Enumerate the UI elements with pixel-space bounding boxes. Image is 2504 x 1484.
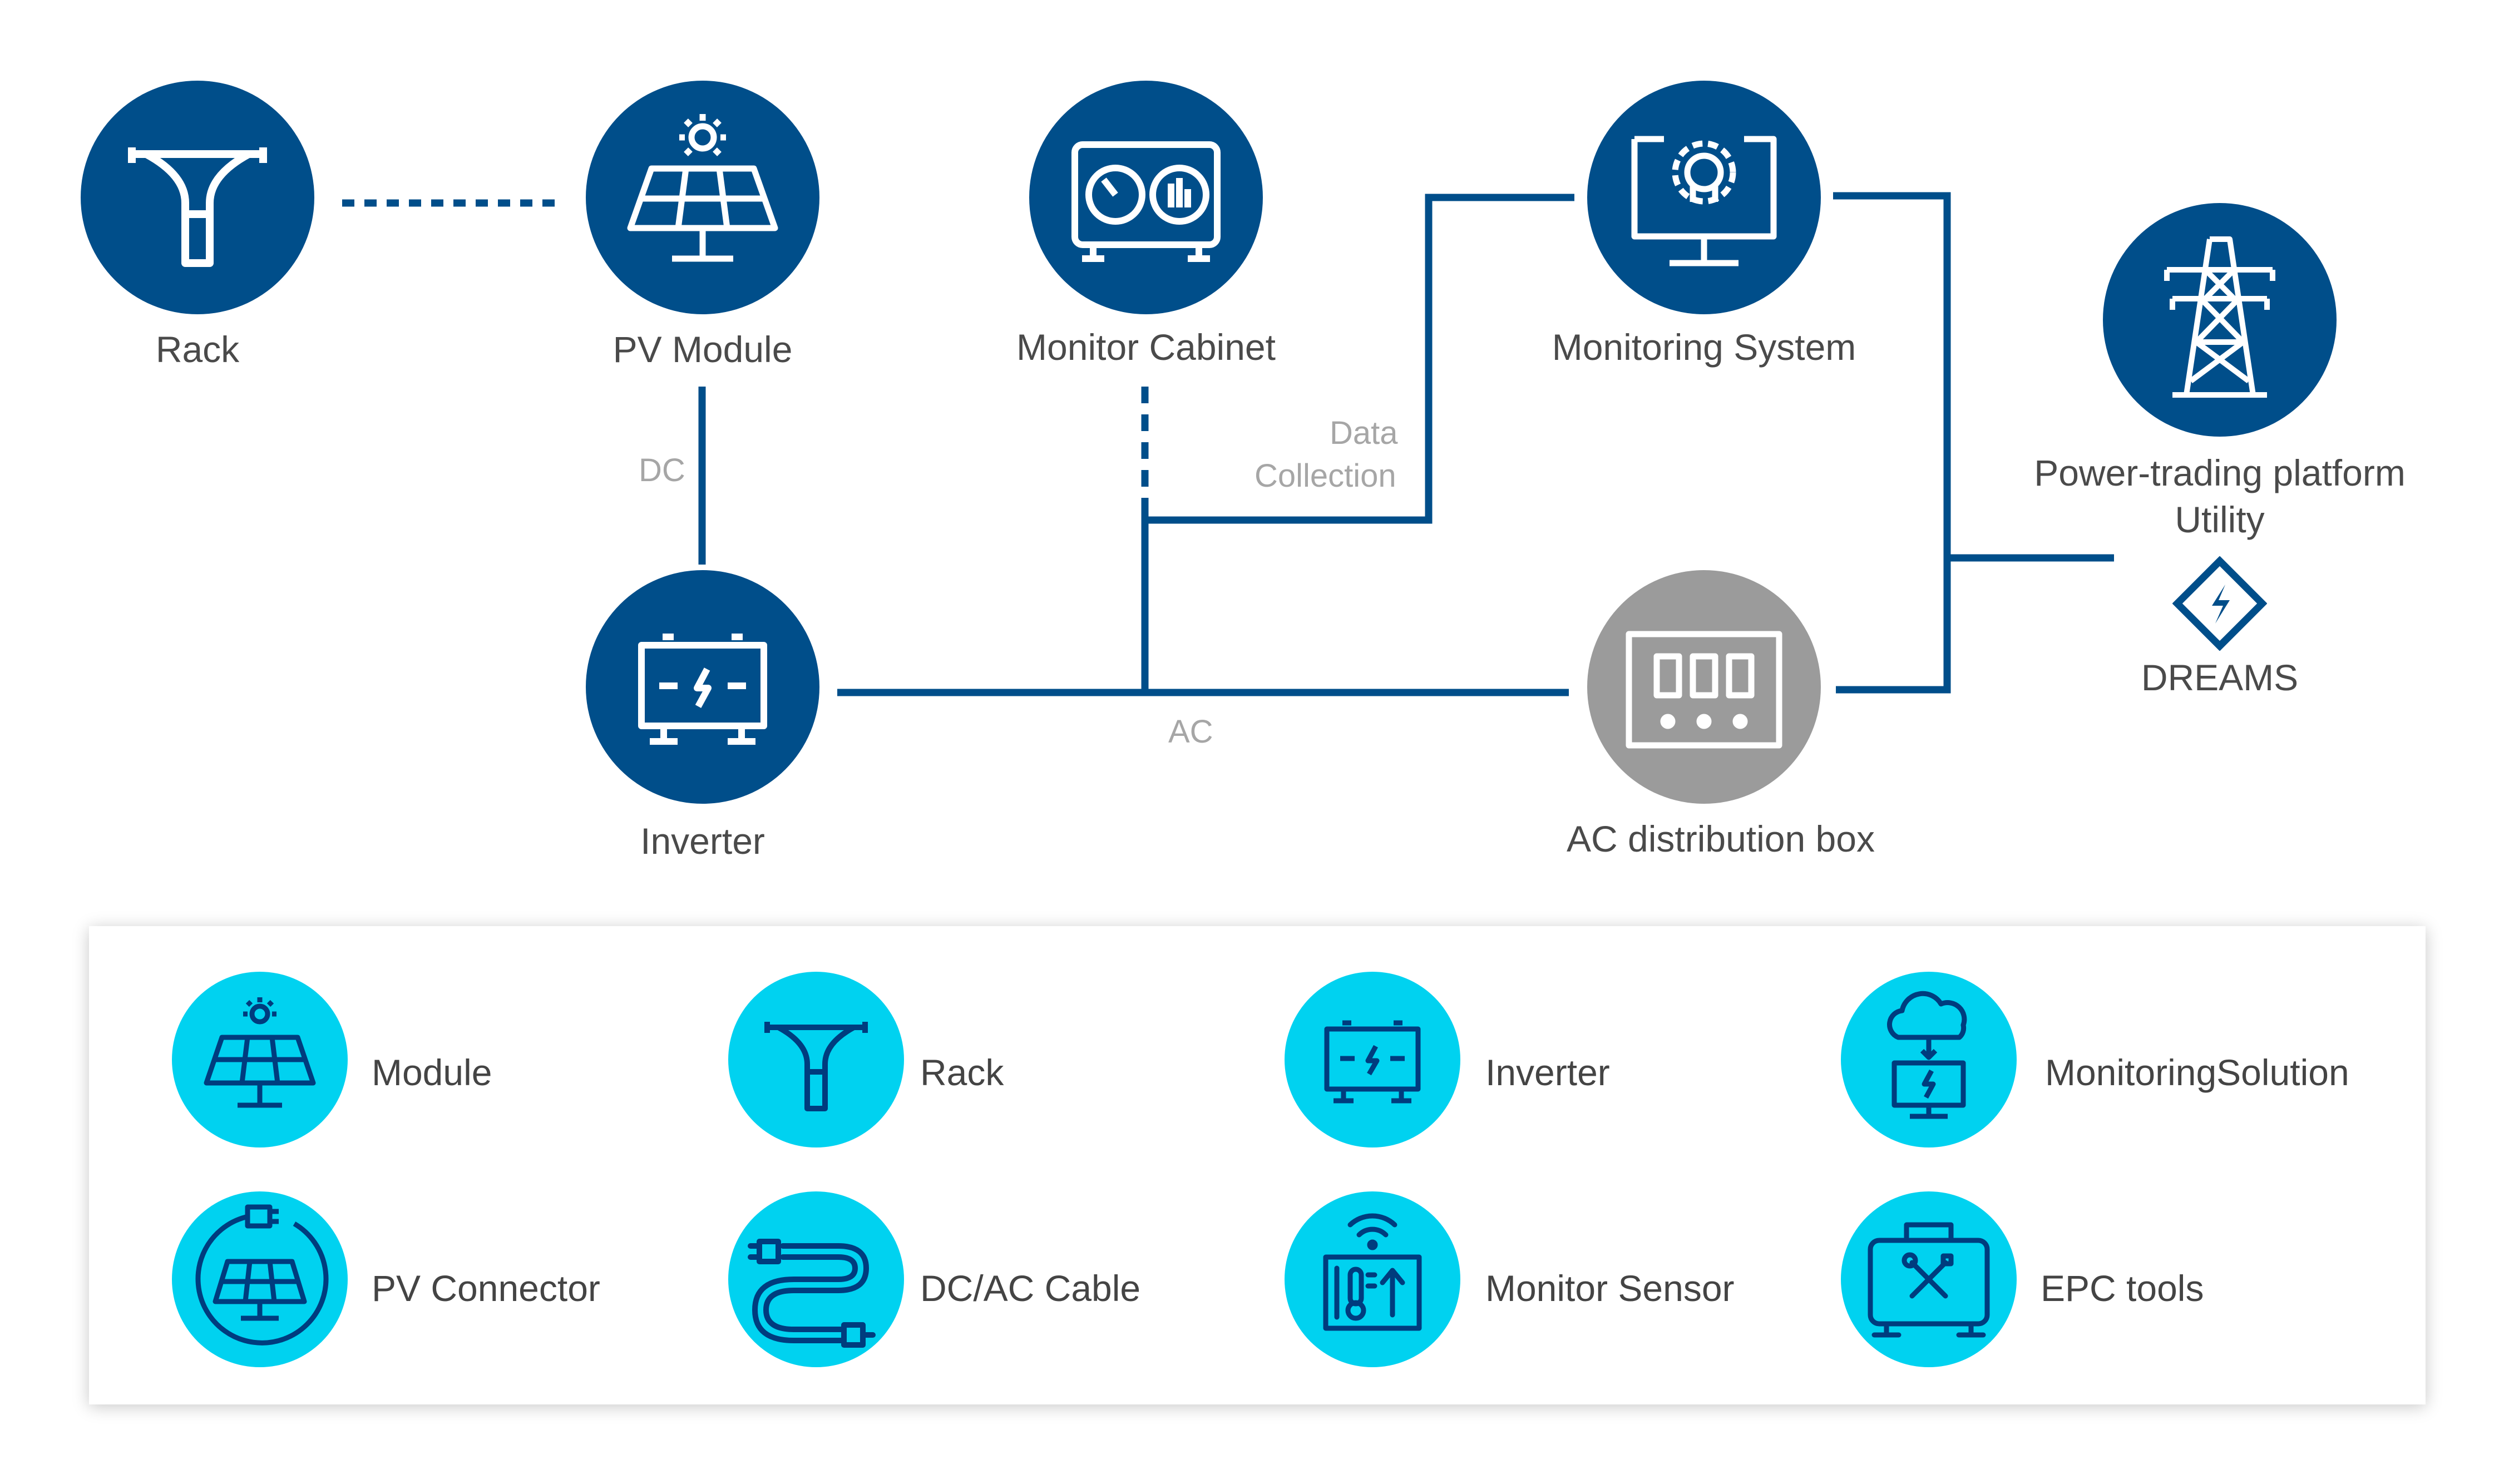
monitoring-system-label: Monitoring System — [1552, 327, 1856, 368]
node-pv-module — [586, 81, 819, 314]
lightning-diamond-icon — [2172, 556, 2267, 651]
edge-monitoring-system-utility — [1833, 192, 1951, 694]
legend-module-label: Module — [372, 1052, 492, 1093]
legend-epc-tools-icon — [1841, 1191, 2017, 1367]
legend-rack-icon — [728, 972, 904, 1147]
cable-icon — [748, 1239, 876, 1348]
legend-panel — [89, 926, 2426, 1404]
legend-rack-label: Rack — [920, 1052, 1004, 1093]
data-collection-label-line2: Collection — [1255, 458, 1396, 494]
edge-data-collection — [1145, 194, 1574, 524]
solar-panel-icon — [627, 114, 778, 262]
legend-inverter-icon — [1285, 972, 1460, 1147]
monitor-cabinet-icon — [1071, 141, 1221, 262]
sensor-icon — [1323, 1213, 1422, 1331]
legend-monitor-sensor-icon — [1285, 1191, 1460, 1367]
dreams-label: DREAMS — [2141, 657, 2299, 698]
legend-monitoring-solution-icon — [1841, 972, 2017, 1147]
node-monitor-cabinet — [1029, 81, 1263, 314]
legend-monitor-sensor-label: Monitor Sensor — [1485, 1268, 1735, 1309]
inverter-icon — [1324, 1020, 1421, 1104]
node-ac-distribution-box — [1587, 570, 1821, 804]
legend-pv-connector-label: PV Connector — [372, 1268, 600, 1309]
monitor-cabinet-label: Monitor Cabinet — [1016, 327, 1276, 368]
legend-dc-ac-cable-label: DC/AC Cable — [920, 1268, 1141, 1309]
gear-monitor-icon — [1631, 136, 1777, 266]
distribution-box-icon — [1626, 631, 1782, 749]
cloud-monitor-icon — [1887, 991, 1967, 1119]
legend-inverter-label: Inverter — [1485, 1052, 1610, 1093]
node-utility — [2103, 203, 2337, 437]
data-collection-label-line1: Data — [1330, 415, 1398, 451]
legend-monitoring-solution-label: MonitoringSolution — [2045, 1052, 2349, 1093]
utility-label-line2: Utility — [2175, 499, 2265, 540]
ac-edge-label: AC — [1168, 714, 1213, 750]
inverter-label: Inverter — [640, 820, 765, 862]
node-inverter — [586, 570, 819, 804]
transmission-tower-icon — [2164, 236, 2275, 398]
toolbox-icon — [1868, 1222, 1990, 1338]
node-monitoring-system — [1587, 81, 1821, 314]
pv-module-label: PV Module — [613, 329, 793, 370]
legend-dc-ac-cable-icon — [728, 1191, 904, 1367]
legend-pv-connector-icon — [172, 1191, 348, 1367]
solar-panel-icon — [204, 997, 316, 1108]
ac-distribution-box-label: AC distribution box — [1567, 818, 1875, 859]
dc-edge-label: DC — [639, 452, 685, 488]
legend-epc-tools-label: EPC tools — [2041, 1268, 2204, 1309]
pv-connector-icon — [195, 1204, 329, 1346]
rack-icon — [128, 147, 267, 267]
inverter-icon — [638, 634, 767, 745]
utility-label-line1: Power-trading platform — [2034, 452, 2406, 493]
legend-module-icon — [172, 972, 348, 1147]
node-rack — [81, 81, 314, 314]
rack-icon — [764, 1022, 868, 1111]
rack-label: Rack — [155, 329, 240, 370]
